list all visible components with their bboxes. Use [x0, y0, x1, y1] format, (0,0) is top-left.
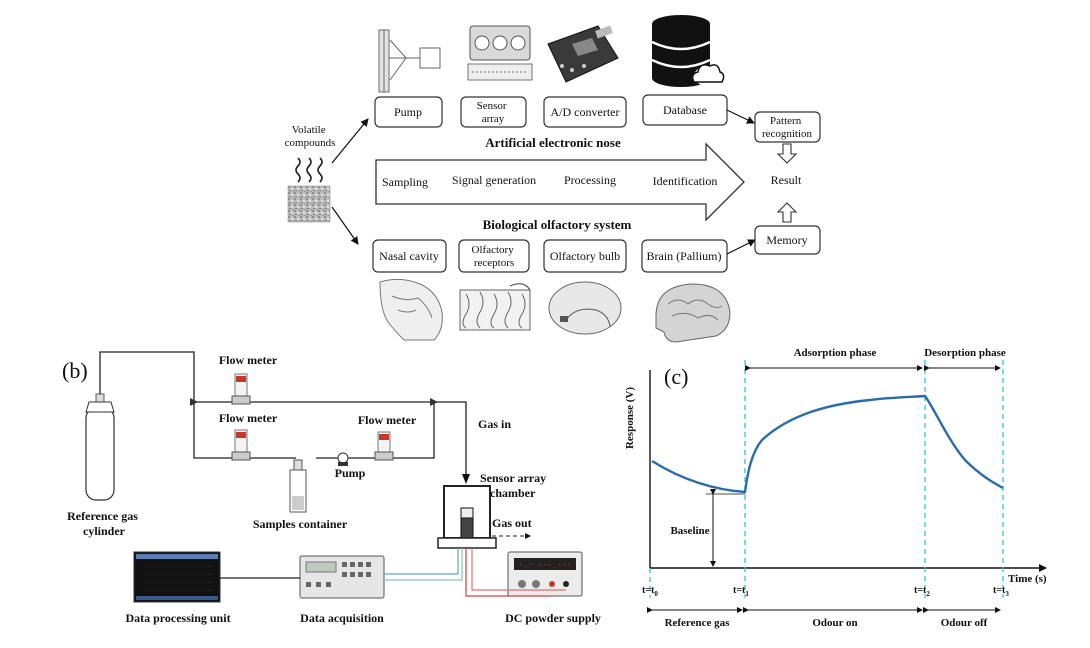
desorption-label: Desorption phase: [924, 347, 1006, 359]
baseline-label: Baseline: [670, 525, 709, 537]
bio-brain-box: Brain (Pallium): [641, 239, 728, 273]
step-processing: Processing: [564, 173, 616, 187]
data-acquisition-device-icon: [299, 555, 385, 599]
period-odour-off: Odour off: [941, 617, 988, 629]
panel-c: (c) Response (V) Time (s) Adsorption pha…: [624, 347, 1047, 629]
tick-t2: t=t2: [914, 585, 930, 598]
brain-to-memory-arrow: [726, 239, 756, 255]
enose-ad-converter-box: A/D converter: [543, 96, 627, 128]
enose-title: Artificial electronic nose: [485, 135, 621, 150]
nasal-cavity-illustration-icon: [379, 278, 443, 341]
bio-nasal-cavity-box: Nasal cavity: [372, 239, 447, 273]
flow-meter-1-icon: [231, 373, 251, 405]
memory-box: Memory: [754, 225, 821, 255]
enose-sensor-array-box: Sensor array: [460, 96, 527, 128]
result-label: Result: [771, 173, 802, 187]
power-supply-label: DC powder supply: [505, 611, 601, 625]
process-arrow: [375, 142, 745, 222]
svg-text:Sensor array: Sensor array: [477, 100, 510, 125]
svg-text:Nasal cavity: Nasal cavity: [379, 249, 439, 263]
svg-text:A/D converter: A/D converter: [551, 105, 620, 119]
sensor-chamber-icon: [437, 485, 497, 549]
panel-b: (b) Reference gas cylinder Flow me: [62, 351, 601, 625]
step-signal-generation: Signal generation: [452, 173, 536, 187]
step-sampling: Sampling: [382, 175, 428, 189]
adsorption-label: Adsorption phase: [794, 347, 877, 359]
chamber-label: Sensor array chamber: [480, 471, 549, 500]
olfactory-receptors-illustration-icon: [459, 283, 531, 331]
tick-t3: t=t3: [993, 585, 1009, 598]
panel-c-tag: (c): [664, 364, 688, 389]
bio-title: Biological olfactory system: [483, 217, 632, 232]
dc-power-supply-icon: -.- --- ---: [507, 551, 583, 597]
response-curve: [651, 394, 1004, 494]
step-identification: Identification: [653, 174, 718, 188]
panel-b-tag: (b): [62, 358, 88, 383]
ad-converter-board-icon: [547, 25, 619, 83]
volatile-label: Volatile compounds: [285, 124, 336, 149]
enose-pump-box: Pump: [374, 96, 443, 128]
svg-text:Brain (Pallium): Brain (Pallium): [647, 249, 722, 263]
pump-icon: [337, 452, 349, 466]
svg-text:Pattern recognition: Pattern recognition: [762, 115, 813, 140]
pump-schematic-icon: [378, 29, 441, 93]
samples-container-label: Samples container: [253, 517, 348, 531]
bio-olfactory-bulb-box: Olfactory bulb: [543, 239, 627, 273]
arrow-to-bio: [331, 206, 359, 245]
brain-illustration-icon: [655, 283, 731, 343]
flow-meter-2-label: Flow meter: [219, 411, 278, 425]
panel-a: Volatile compounds: [285, 15, 821, 343]
period-odour-on: Odour on: [812, 617, 857, 629]
y-axis-label: Response (V): [624, 387, 636, 449]
svg-text:Memory: Memory: [766, 233, 807, 247]
pattern-recognition-box: Pattern recognition: [754, 111, 821, 143]
acquisition-label: Data acquisition: [300, 611, 384, 625]
svg-text:Olfactory bulb: Olfactory bulb: [550, 249, 620, 263]
enose-database-box: Database: [642, 94, 728, 126]
signal-wires: [220, 548, 566, 597]
x-axis-label: Time (s): [1008, 573, 1047, 585]
flow-meter-1-label: Flow meter: [219, 353, 278, 367]
gas-in-arrowhead: [462, 474, 470, 484]
database-cloud-icon: [651, 15, 725, 87]
odour-waves-icon: [295, 157, 323, 183]
phase-markers: [649, 360, 1004, 598]
flow-meter-3-icon: [374, 431, 394, 461]
gas-out-label: Gas out: [492, 516, 532, 530]
gas-in-label: Gas in: [478, 417, 511, 431]
sensor-array-icon: [467, 25, 533, 81]
tick-t0: t=t0: [642, 585, 658, 598]
down-arrow-icon: [776, 143, 798, 164]
power-display-readout: -.- --- ---: [519, 561, 572, 570]
arrow-to-enose: [331, 118, 369, 164]
svg-text:Olfactory receptors: Olfactory receptors: [472, 244, 517, 269]
flow-meter-3-label: Flow meter: [358, 413, 417, 427]
up-arrow-icon: [776, 202, 798, 223]
bio-olfactory-receptors-box: Olfactory receptors: [458, 239, 530, 273]
samples-container-icon: [289, 459, 307, 513]
svg-text:Database: Database: [663, 103, 707, 117]
cylinder-label: Reference gas cylinder: [67, 509, 141, 538]
sample-texture-image: [287, 185, 331, 223]
olfactory-bulb-illustration-icon: [548, 281, 622, 335]
processing-unit-label: Data processing unit: [125, 611, 230, 625]
pump-label: Pump: [335, 466, 366, 480]
tick-t1: t=t1: [733, 585, 749, 598]
database-to-pattern-arrow: [726, 109, 755, 124]
gas-cylinder-icon: [85, 393, 115, 501]
data-processing-monitor-icon: [133, 551, 221, 603]
period-reference-gas: Reference gas: [665, 617, 731, 629]
svg-text:Pump: Pump: [394, 105, 422, 119]
flow-meter-2-icon: [231, 429, 251, 461]
